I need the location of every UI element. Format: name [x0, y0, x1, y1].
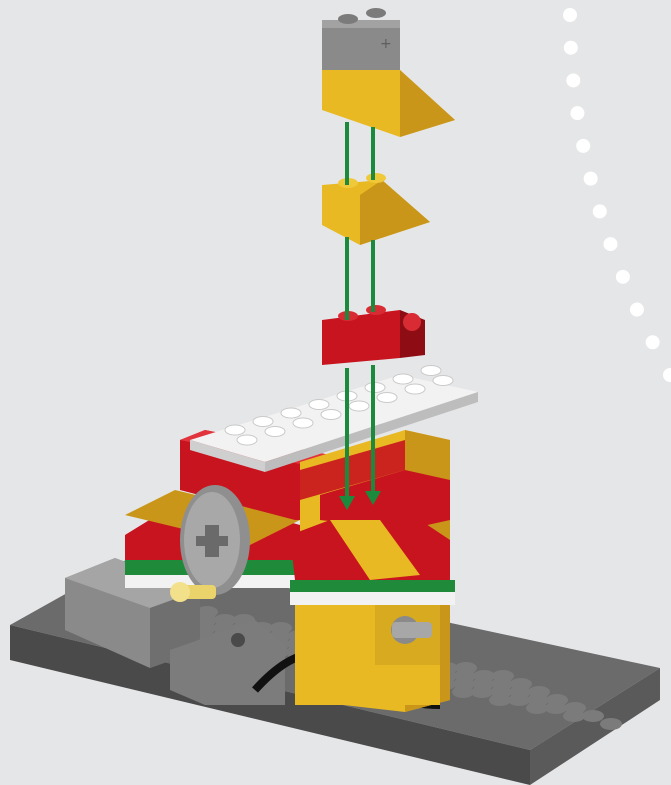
baseplate-stud: [492, 670, 514, 682]
decorative-dot: [570, 106, 584, 120]
gray-axle-brick: +: [322, 8, 400, 70]
decorative-dot: [584, 172, 598, 186]
decorative-dot: [576, 139, 590, 153]
white-plate-stud: [293, 418, 313, 428]
yellow-slope-large: [322, 70, 455, 137]
white-plate-stud: [237, 435, 257, 445]
svg-text:+: +: [380, 36, 392, 52]
red-brick-with-clip: [322, 305, 425, 365]
baseplate-stud: [214, 614, 236, 626]
decorative-dot: [630, 303, 644, 317]
baseplate-stud: [510, 678, 532, 690]
baseplate-stud: [473, 670, 495, 682]
white-plate-stud: [281, 408, 301, 418]
baseplate-stud: [600, 718, 622, 730]
decorative-dot: [663, 368, 671, 382]
decorative-dot: [616, 270, 630, 284]
gray-pulley-wheel: [180, 485, 250, 595]
white-plate-stud: [421, 366, 441, 376]
decorative-dot: [564, 41, 578, 55]
decorative-dot-arc: [563, 8, 671, 382]
white-plate-stud: [321, 410, 341, 420]
white-plate-stud: [349, 401, 369, 411]
decorative-dot: [646, 335, 660, 349]
white-plate-stud: [433, 376, 453, 386]
white-plate-stud: [393, 374, 413, 384]
white-plate-stud: [225, 425, 245, 435]
white-plate-stud: [377, 393, 397, 403]
white-plate-stud: [405, 384, 425, 394]
decorative-dot: [563, 8, 577, 22]
baseplate-stud: [582, 710, 604, 722]
decorative-dot: [593, 204, 607, 218]
white-plate-stud: [253, 417, 273, 427]
baseplate-stud: [455, 662, 477, 674]
decorative-dot: [603, 237, 617, 251]
baseplate-stud: [564, 702, 586, 714]
decorative-dot: [566, 73, 580, 87]
yellow-slope-small: [322, 173, 430, 245]
tan-axle-pin: [170, 582, 216, 602]
baseplate-stud: [270, 622, 292, 634]
white-plate-stud: [265, 427, 285, 437]
baseplate-stud: [546, 694, 568, 706]
baseplate-stud: [528, 686, 550, 698]
white-plate-stud: [309, 400, 329, 410]
